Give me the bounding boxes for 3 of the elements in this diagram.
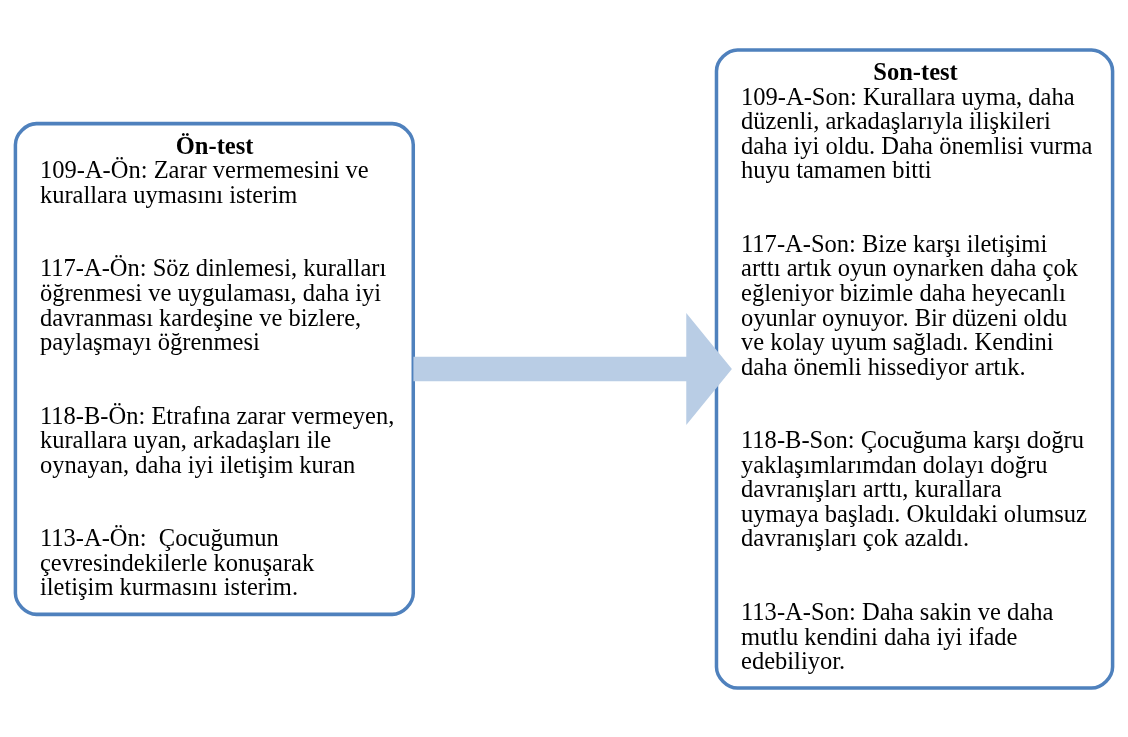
arrow (413, 312, 732, 425)
node-box: Son-test 109-A-Son: Kurallara uyma, daha düzenli, arkadaşlarıyla ilişkileri daha iyi oldu. Daha önemlisi vurma huyu tamamen bitti 117-A-Son: Bize karşı iletişimi arttı artık oyun oynarken daha çok eğleniyor bizimle daha heyecanlı oyunlar oynuyor. Bir düzeni oldu ve kolay uyum sağladı. Kendini daha önemli hissediyor artık. 118-B-Son: Çocuğuma karşı doğru yaklaşımlarımdan dolayı doğru davranışları arttı, kurallara uymaya başladı. Okuldaki olumsuz davranışları çok azaldı. 113-A-Son: Daha sakin ve daha mutlu kendini daha iyi ifade edebiliyor. (714, 47, 1115, 690)
node-box: Ön-test 109-A-Ön: Zarar vermemesini ve kurallara uymasını isterim 117-A-Ön: Söz dinlemesi, kuralları öğrenmesi ve uygulaması, daha iyi davranması kardeşine ve bizlere, paylaşmayı öğrenmesi 118-B-Ön: Etrafına zarar vermeyen, kurallara uyan, arkadaşları ile oynayan, daha iyi iletişim kuran 113-A-Ön: Çocuğumun çevresindekilerle konuşarak iletişim kurmasını isterim. (13, 121, 416, 616)
